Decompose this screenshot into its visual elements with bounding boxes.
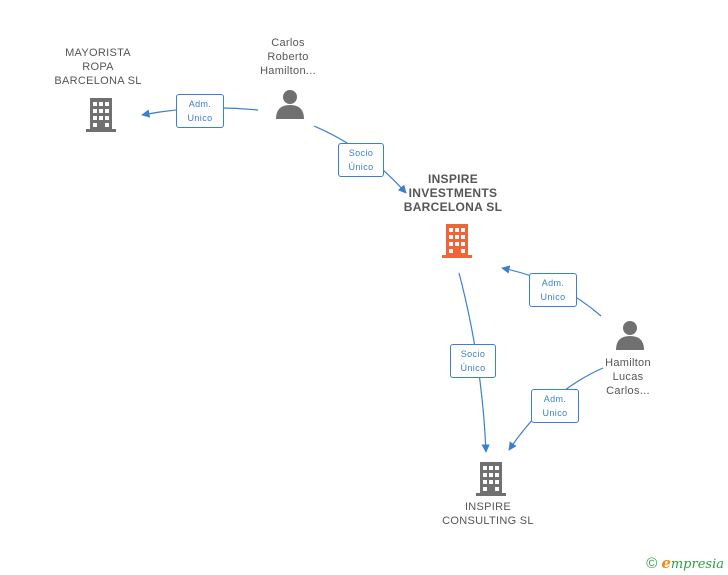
edge-label-investments-consulting[interactable]: Socio Único: [450, 344, 496, 378]
edge-label-carlos-investments[interactable]: Socio Único: [338, 143, 384, 177]
node-label-mayorista: MAYORISTA ROPA BARCELONA SL: [54, 47, 142, 87]
person-icon[interactable]: [275, 89, 305, 119]
node-label-carlos: Carlos Roberto Hamilton...: [260, 37, 316, 77]
edge-label-carlos-mayorista[interactable]: Adm. Unico: [176, 94, 224, 128]
brand-name: empresia: [661, 554, 724, 572]
person-icon[interactable]: [615, 320, 645, 350]
building-icon[interactable]: [475, 460, 507, 496]
copyright-icon: ©: [646, 555, 658, 572]
edge-label-hamilton-consulting[interactable]: Adm. Unico: [531, 389, 579, 423]
edge-label-hamilton-investments[interactable]: Adm. Unico: [529, 273, 577, 307]
node-label-hamilton: Hamilton Lucas Carlos...: [605, 357, 651, 397]
empresia-logo[interactable]: ©empresia: [646, 554, 724, 572]
building-icon[interactable]: [441, 222, 473, 258]
node-label-inspire-consulting: INSPIRE CONSULTING SL: [442, 501, 534, 527]
node-label-inspire-investments: INSPIRE INVESTMENTS BARCELONA SL: [403, 172, 503, 214]
building-icon[interactable]: [85, 96, 117, 132]
